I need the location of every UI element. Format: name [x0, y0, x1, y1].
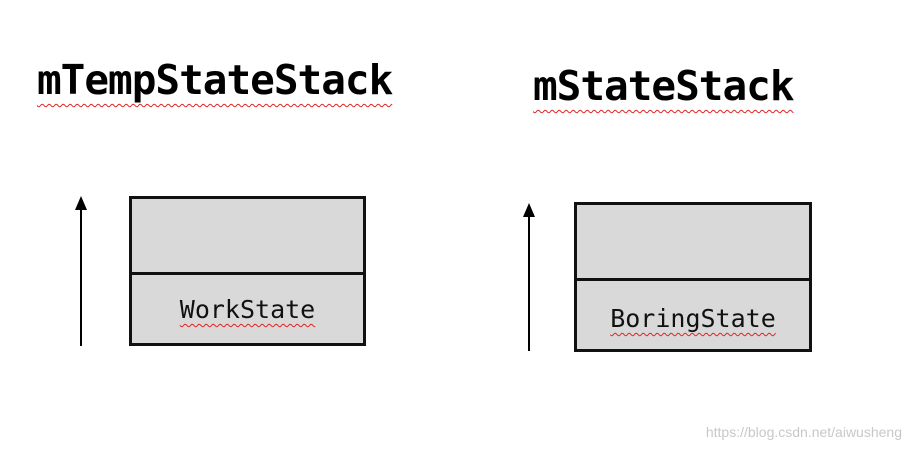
- up-arrow-icon: [75, 196, 87, 346]
- state-stack-title: mStateStack: [533, 62, 795, 110]
- state-stack-box: BoringState: [574, 202, 812, 352]
- temp-state-stack-title: mTempStateStack: [37, 56, 393, 104]
- stack-slot-work-state: WorkState: [179, 295, 316, 324]
- up-arrow-icon: [523, 203, 535, 351]
- stack-divider: [132, 272, 363, 275]
- stack-divider: [577, 278, 809, 281]
- temp-state-stack-box: WorkState: [129, 196, 366, 346]
- watermark: https://blog.csdn.net/aiwusheng: [705, 424, 902, 440]
- stack-slot-boring-state: BoringState: [610, 304, 776, 333]
